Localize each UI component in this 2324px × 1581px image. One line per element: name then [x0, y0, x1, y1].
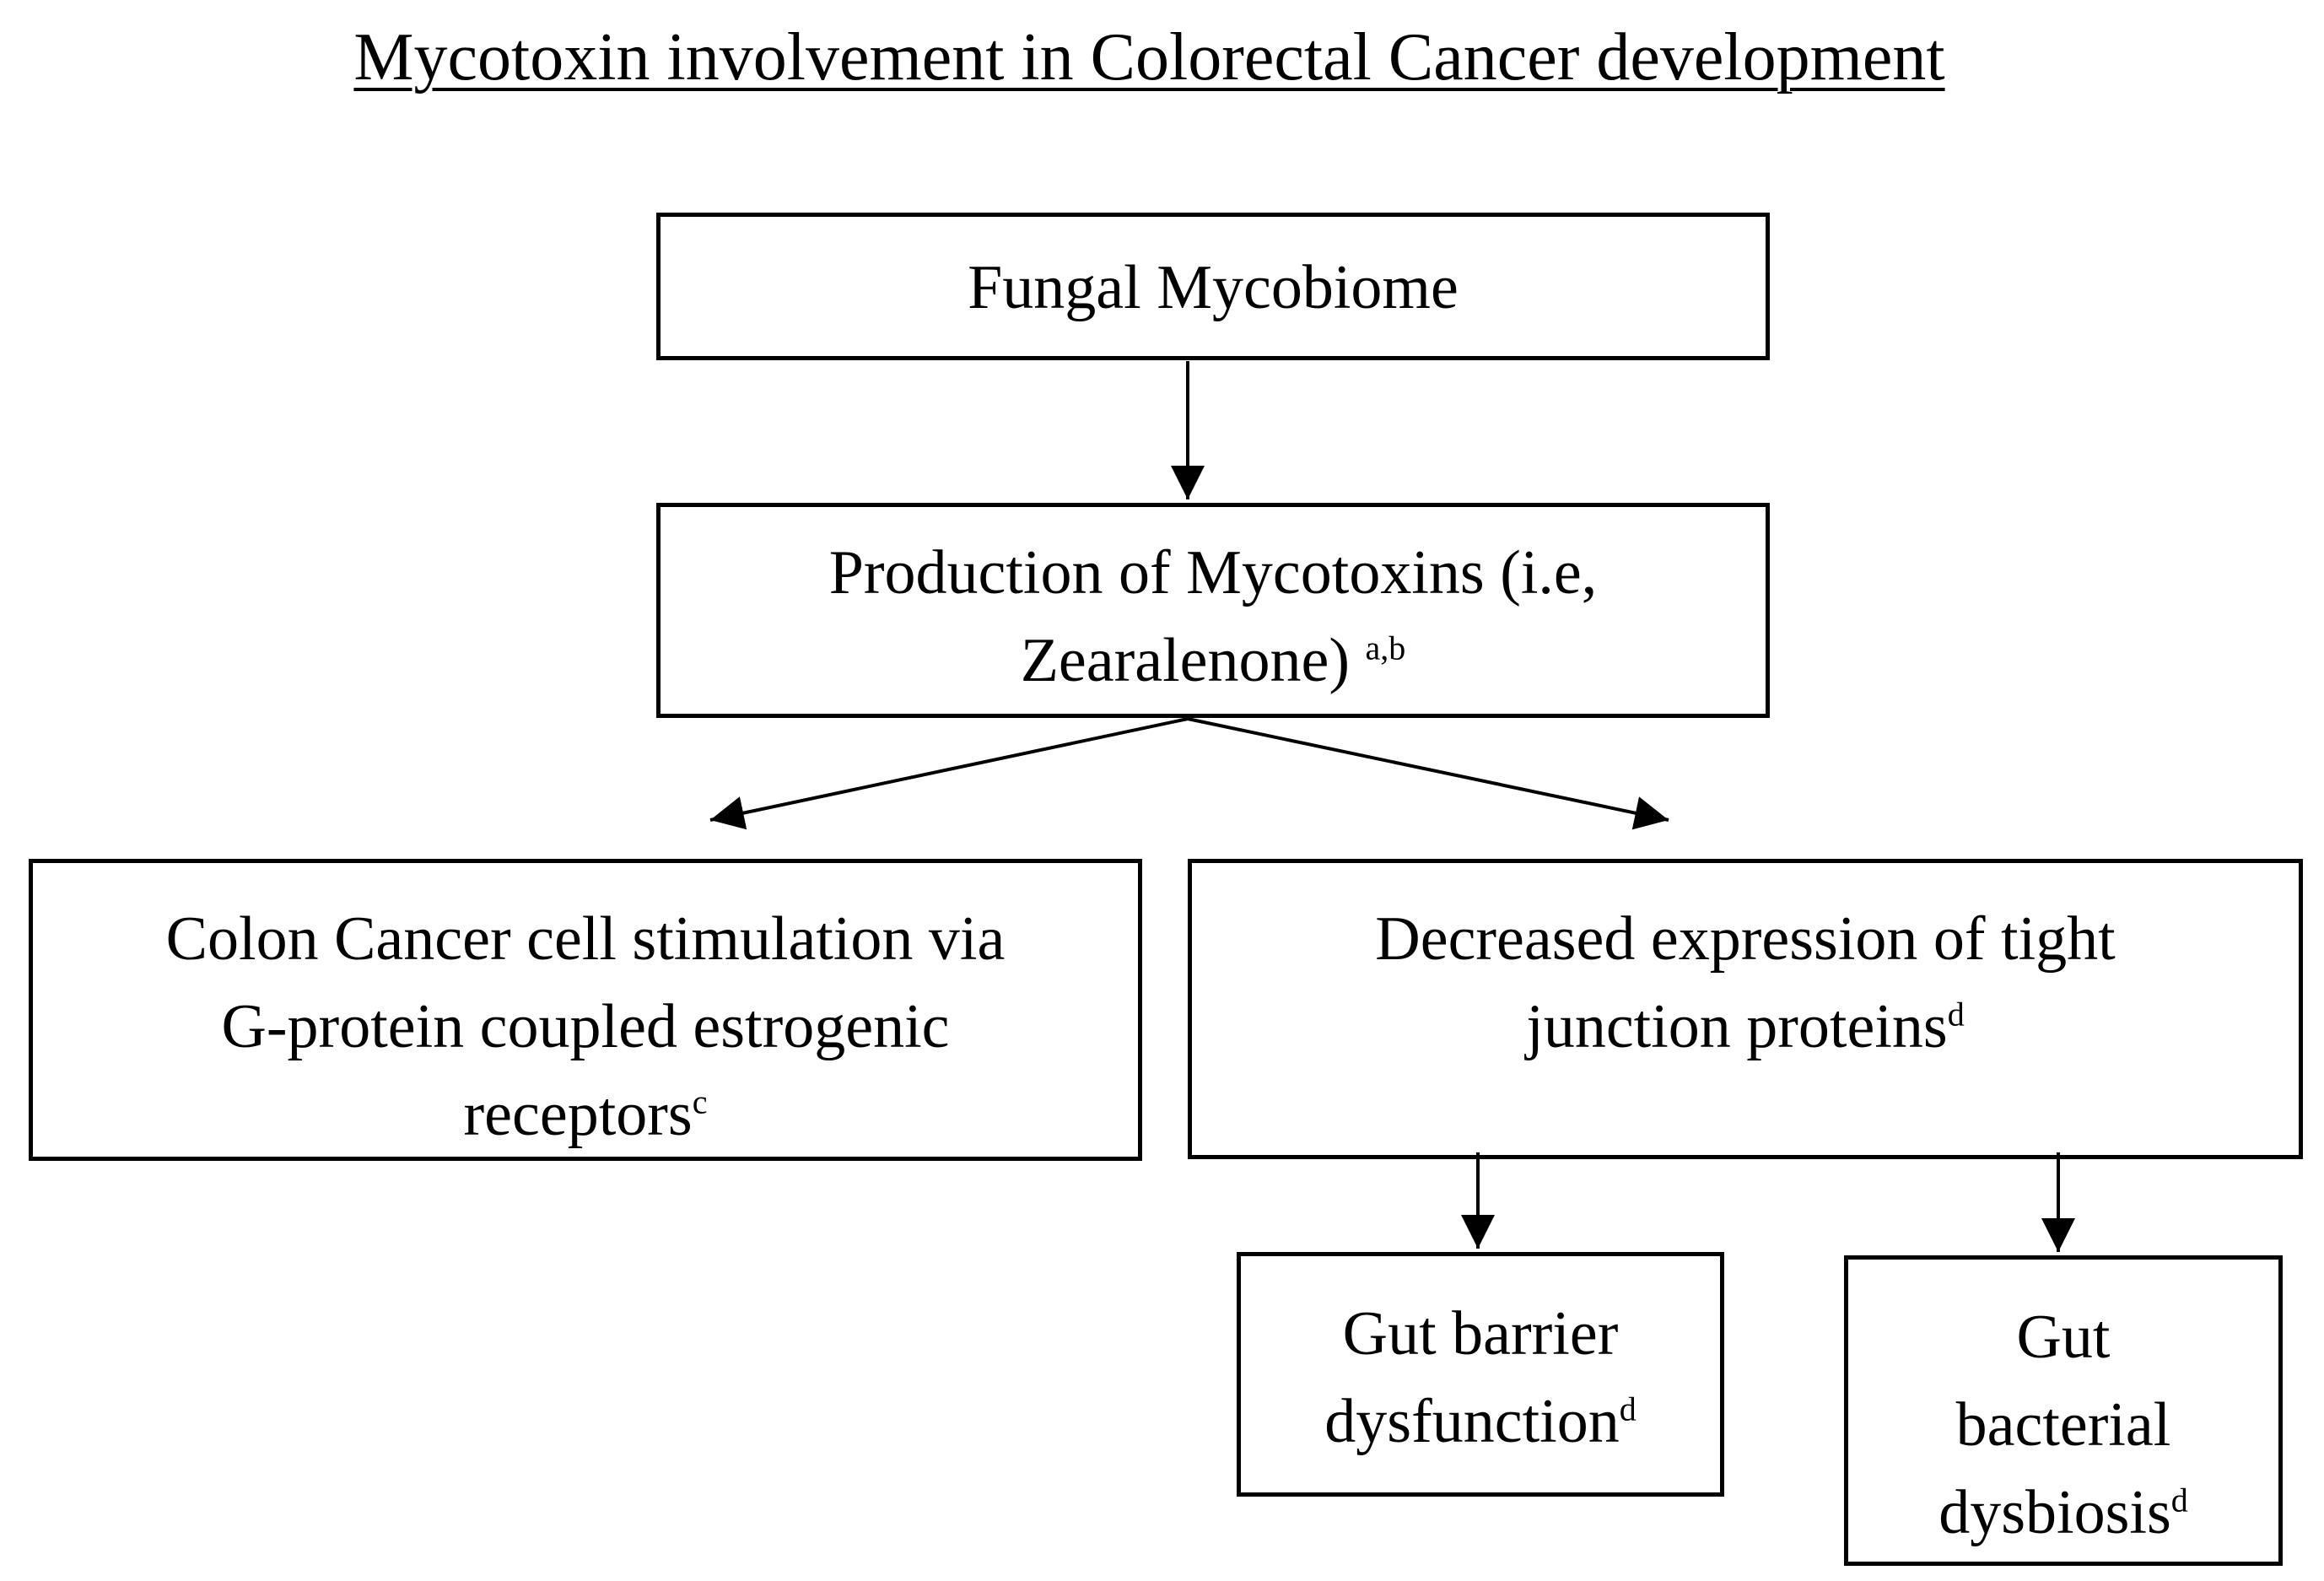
node-decreased-line-2: junction proteins [1526, 992, 1948, 1061]
node-fungal-mycobiome-label: Fungal Mycobiome [968, 253, 1459, 322]
diagram-title: Mycotoxin involvement in Colorectal Canc… [353, 20, 1945, 94]
node-dysbiosis-line-3: dysbiosis [1938, 1478, 2171, 1547]
node-colon-line-1: Colon Cancer cell stimulation via [165, 904, 1006, 974]
node-dysbiosis-line-1: Gut [2016, 1303, 2111, 1372]
node-gut-barrier-line-1: Gut barrier [1342, 1299, 1619, 1368]
arrow-production-to-colon [709, 717, 1189, 830]
node-gut-barrier-footnote: d [1619, 1389, 1637, 1428]
node-decreased-tight-junction-expression: Decreased expression of tight junction p… [1188, 859, 2303, 1159]
node-production-line-1: Production of Mycotoxins (i.e, [828, 538, 1598, 607]
node-production-footnote: a,b [1365, 629, 1406, 667]
node-colon-cancer-cell-stimulation: Colon Cancer cell stimulation via G-prot… [29, 859, 1142, 1161]
node-decreased-line-1: Decreased expression of tight [1375, 904, 2116, 974]
node-gut-bacterial-dysbiosis: Gut bacterial dysbiosisd [1844, 1255, 2283, 1566]
node-gut-barrier-line-2: dysfunction [1324, 1387, 1620, 1456]
node-dysbiosis-footnote: d [2170, 1481, 2188, 1519]
arrow-production-to-decreased [1187, 717, 1669, 830]
node-colon-line-3: receptors [463, 1080, 693, 1149]
node-production-of-mycotoxins: Production of Mycotoxins (i.e, Zearaleno… [656, 503, 1770, 718]
node-colon-footnote: c [692, 1082, 708, 1121]
node-gut-barrier-dysfunction: Gut barrier dysfunctiond [1237, 1252, 1724, 1497]
node-dysbiosis-line-2: bacterial [1955, 1390, 2171, 1460]
node-colon-line-2: G-protein coupled estrogenic [221, 992, 950, 1061]
node-decreased-footnote: d [1947, 995, 1965, 1033]
node-fungal-mycobiome: Fungal Mycobiome [656, 213, 1770, 360]
node-production-line-2: Zearalenone) [1020, 626, 1350, 695]
